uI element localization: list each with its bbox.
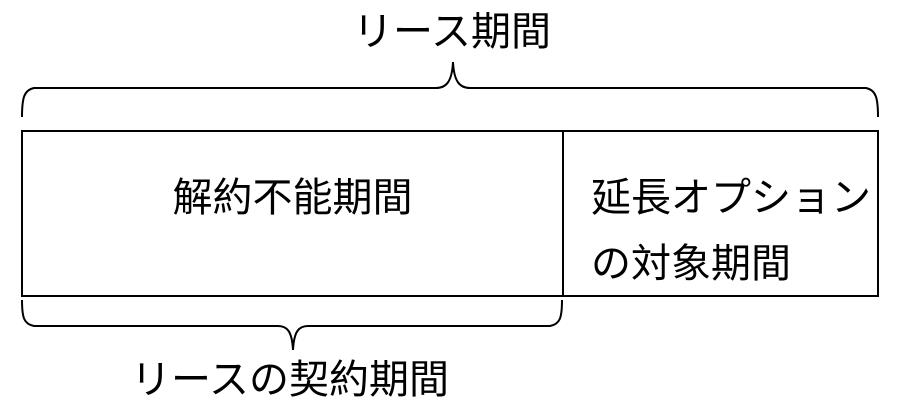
lease-period-brace xyxy=(21,61,879,118)
non-cancellable-label: 解約不能期間 xyxy=(172,175,413,221)
non-cancellable-cell: 解約不能期間 xyxy=(22,131,563,296)
extension-option-cell: 延長オプション の対象期間 xyxy=(563,131,878,296)
contract-period-brace xyxy=(21,299,563,351)
lease-period-label: リース期間 xyxy=(353,9,551,55)
extension-option-line2: の対象期間 xyxy=(591,241,791,287)
lease-period-box xyxy=(21,130,879,297)
extension-option-label: 延長オプション の対象期間 xyxy=(591,165,876,297)
contract-period-label: リースの契約期間 xyxy=(131,357,449,403)
extension-option-line1: 延長オプション xyxy=(591,175,871,221)
